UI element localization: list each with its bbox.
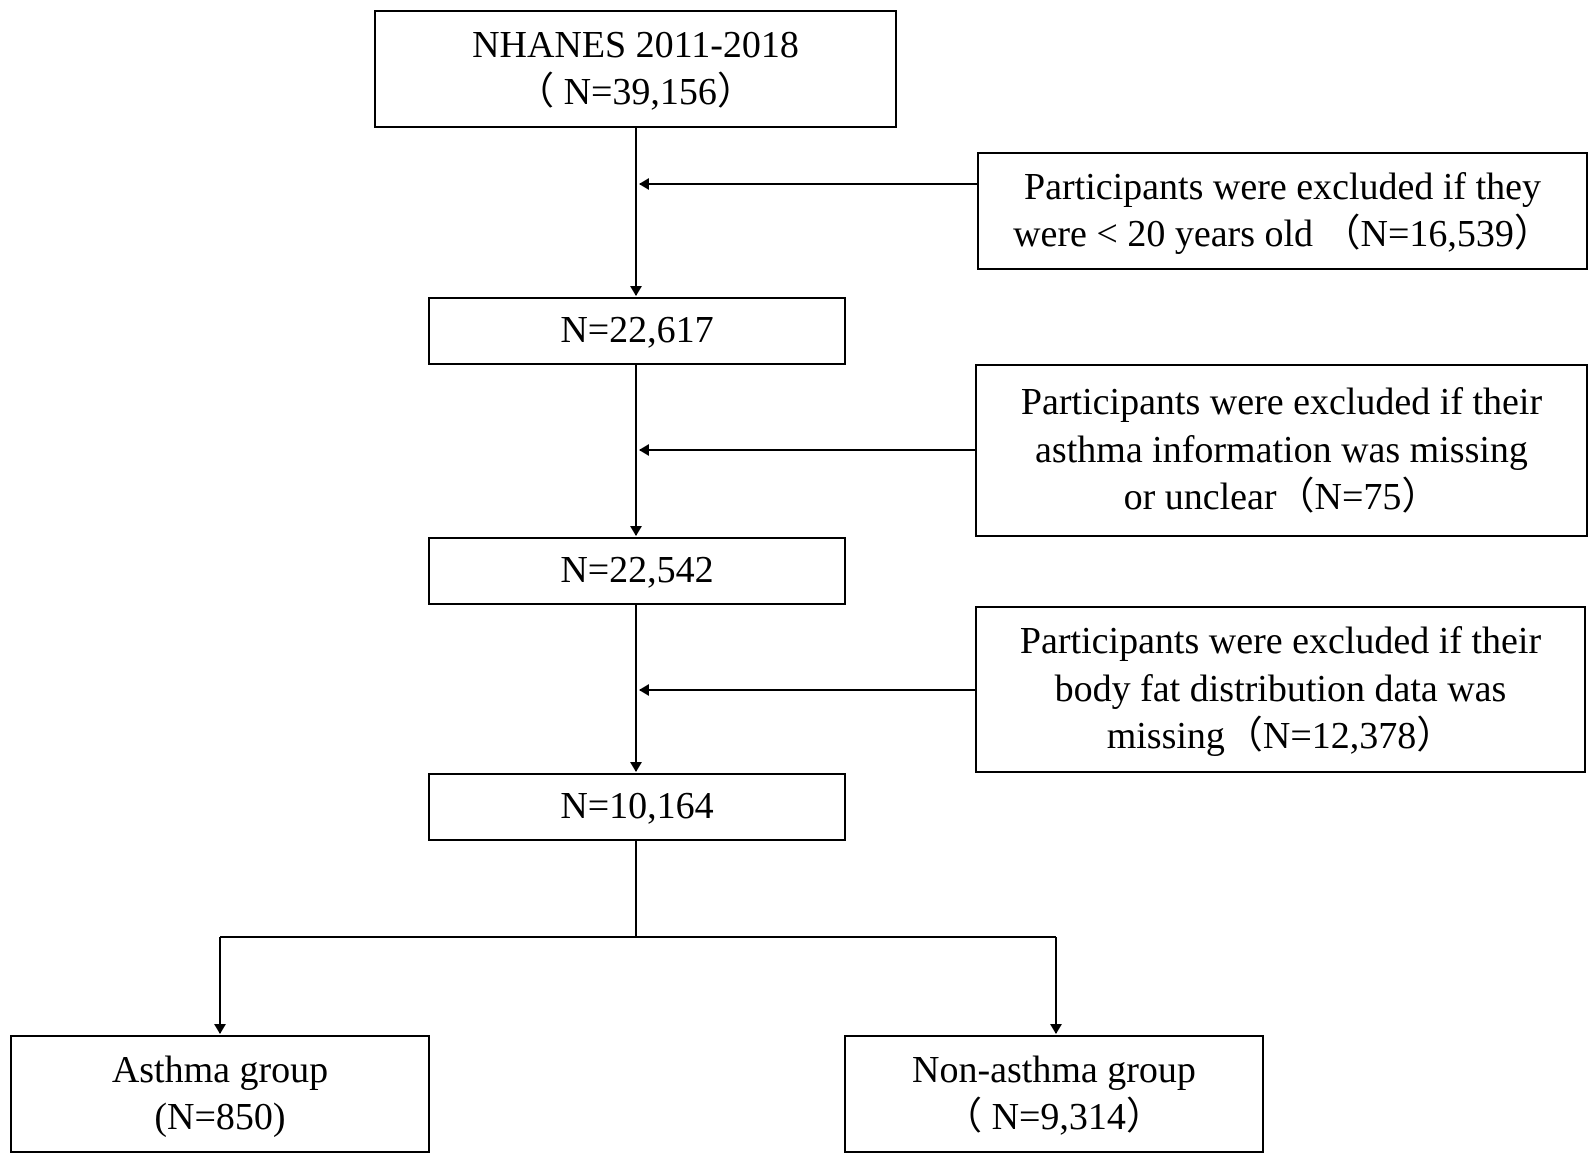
box-after-body-fat-exclusion-count: N=10,164 (560, 785, 714, 828)
box-exclusion-age-line2: were < 20 years old （N=16,539） (1013, 213, 1552, 255)
box-exclusion-asthma-info-line3: or unclear（N=75） (1123, 476, 1440, 519)
box-exclusion-asthma-info-line1: Participants were excluded if their (1020, 381, 1543, 424)
box-asthma-group: Asthma group (N=850) (10, 1035, 430, 1153)
box-exclusion-body-fat-line2: body fat distribution data was (1054, 667, 1507, 710)
box-non-asthma-group-label: Non-asthma group (912, 1048, 1196, 1091)
box-exclusion-body-fat: Participants were excluded if their body… (975, 606, 1586, 773)
box-exclusion-body-fat-line3: missing（N=12,378） (1106, 715, 1455, 758)
box-nhanes-total: NHANES 2011-2018 （ N=39,156） (374, 10, 897, 128)
box-nhanes-total-line2: （ N=39,156） (516, 71, 755, 113)
box-after-asthma-info-exclusion: N=22,542 (428, 537, 846, 605)
box-exclusion-asthma-info-line2: asthma information was missing (1035, 428, 1528, 471)
box-nhanes-total-line1: NHANES 2011-2018 (472, 23, 799, 66)
box-exclusion-age-line1: Participants were excluded if they (1023, 165, 1542, 208)
box-after-age-exclusion: N=22,617 (428, 297, 846, 365)
box-after-age-exclusion-count: N=22,617 (560, 309, 714, 352)
box-exclusion-asthma-info: Participants were excluded if their asth… (975, 364, 1588, 537)
box-after-asthma-info-exclusion-count: N=22,542 (560, 549, 714, 592)
box-non-asthma-group: Non-asthma group （ N=9,314） (844, 1035, 1264, 1153)
box-asthma-group-label: Asthma group (111, 1048, 329, 1091)
box-exclusion-age: Participants were excluded if they were … (977, 152, 1588, 270)
box-after-body-fat-exclusion: N=10,164 (428, 773, 846, 841)
box-asthma-group-count: (N=850) (154, 1096, 286, 1138)
box-non-asthma-group-count: （ N=9,314） (944, 1096, 1164, 1138)
box-exclusion-body-fat-line1: Participants were excluded if their (1019, 620, 1542, 663)
